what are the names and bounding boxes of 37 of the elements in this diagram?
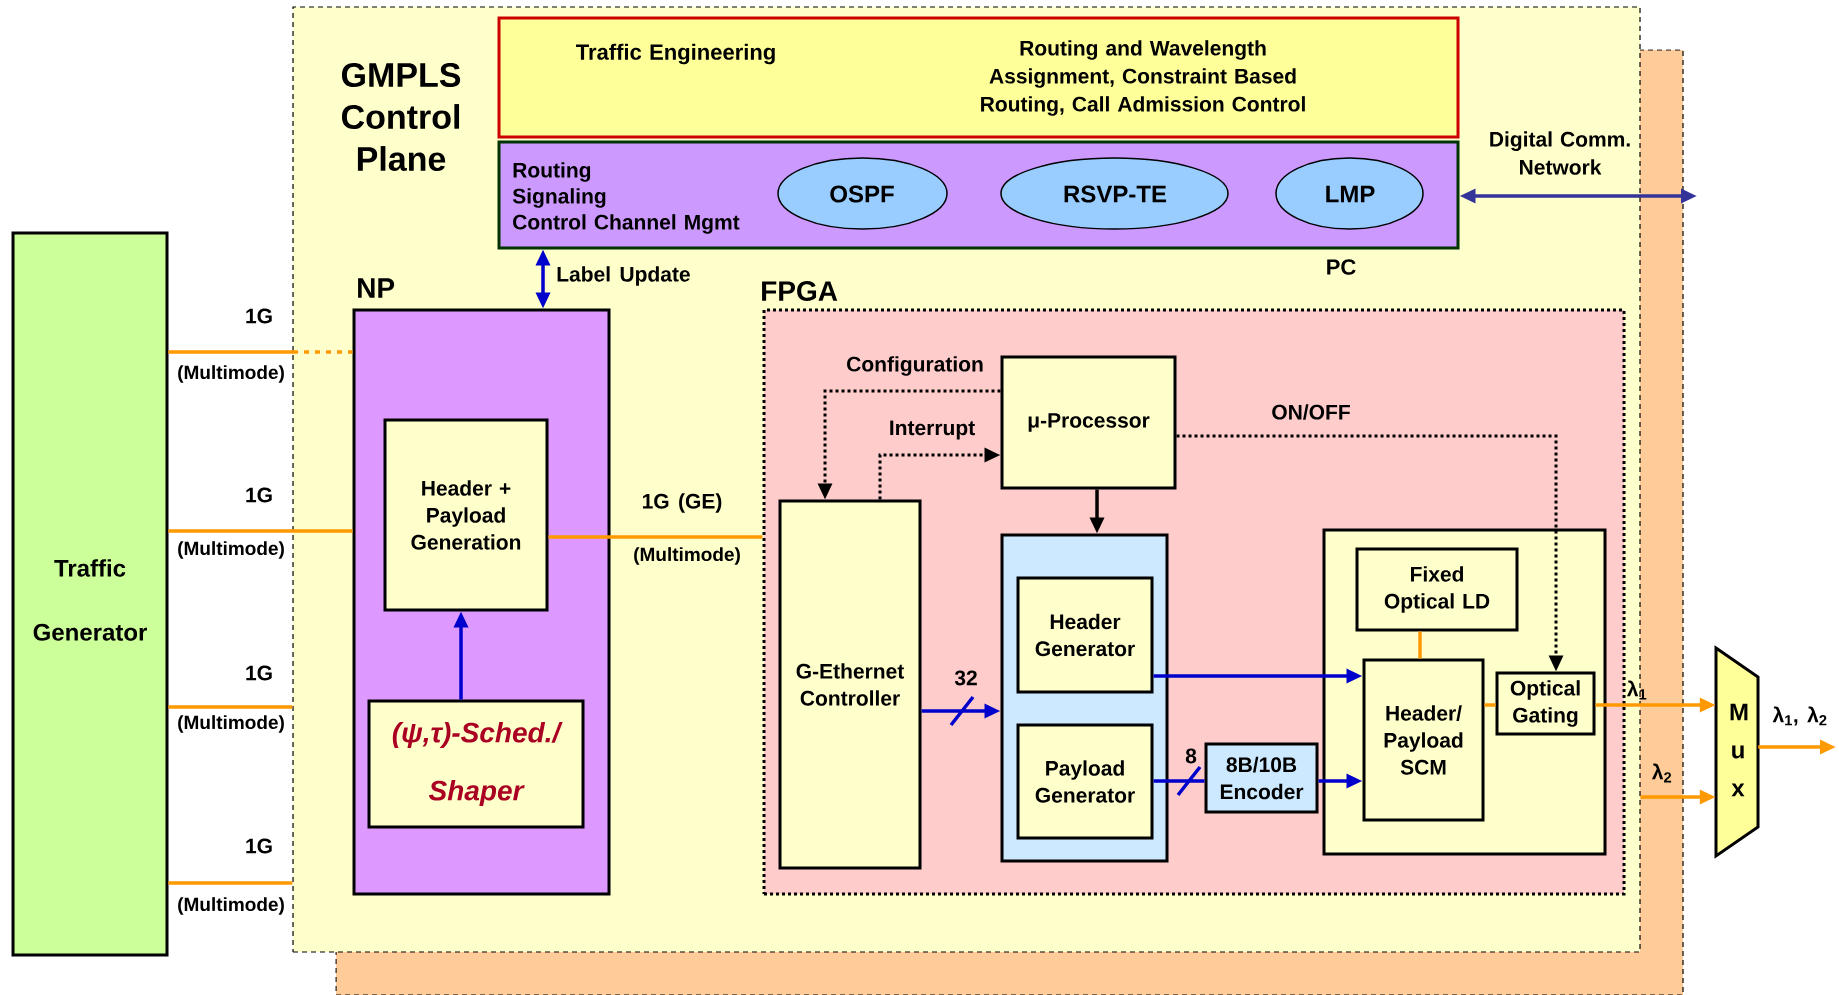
node-label: FPGA: [762, 281, 838, 301]
edge-label: 1G: [246, 665, 272, 681]
edge-label: Label Update: [557, 266, 690, 286]
processor-box: μ-Processor: [1000, 355, 1177, 490]
scheduler-box: (ψ,τ)-Sched./ Shaper: [367, 699, 585, 829]
generator-box: Traffic Generator: [11, 231, 169, 957]
edge-label: 32: [954, 670, 977, 686]
process-box: Payload Generator: [1016, 723, 1154, 840]
node-label: NP: [358, 278, 395, 298]
edge-label: 1G: [246, 838, 272, 854]
process-box: Fixed Optical LD: [1355, 547, 1519, 632]
node-label: PC: [1327, 259, 1356, 275]
edge-label: 1G (GE): [642, 493, 722, 513]
edge-label: λ$_{1}$: [1626, 680, 1647, 700]
line-label: (Multimode): [178, 365, 284, 383]
edge-label: ON/OFF: [1272, 404, 1350, 420]
line-label: (Multimode): [634, 547, 740, 565]
edge-label: 1G: [246, 308, 272, 324]
arrow: [1151, 765, 1207, 797]
edge-label: 1G: [246, 487, 272, 503]
edge-label: λ$_{2}$: [1651, 763, 1672, 783]
edge-label: 8: [1185, 748, 1197, 764]
edge-label: Configuration: [847, 356, 983, 376]
edge-label: Interrupt: [890, 420, 975, 440]
encoder-box: 8B/10B Encoder: [1204, 742, 1319, 814]
controller-box: G-Ethernet Controller: [778, 499, 922, 870]
engineering-box: Traffic Engineering Routing and Wavelength Assignment, Constraint Based Routing, Call Admission Control: [497, 16, 1460, 139]
line-label: (Multimode): [178, 541, 284, 559]
line-label: (Multimode): [178, 897, 284, 915]
line-label: (Multimode): [178, 715, 284, 733]
edge-label: Digital Comm. Network: [1490, 131, 1630, 175]
process-box: Header Generator: [1016, 576, 1154, 694]
edge-label: λ$_{1}$, λ$_{2}$: [1772, 706, 1827, 726]
process-box: Header/ Payload SCM: [1362, 658, 1485, 822]
process-box: Header + Payload Generation: [383, 418, 549, 612]
process-box: Optical Gating: [1495, 671, 1596, 736]
arrow: [168, 350, 353, 354]
